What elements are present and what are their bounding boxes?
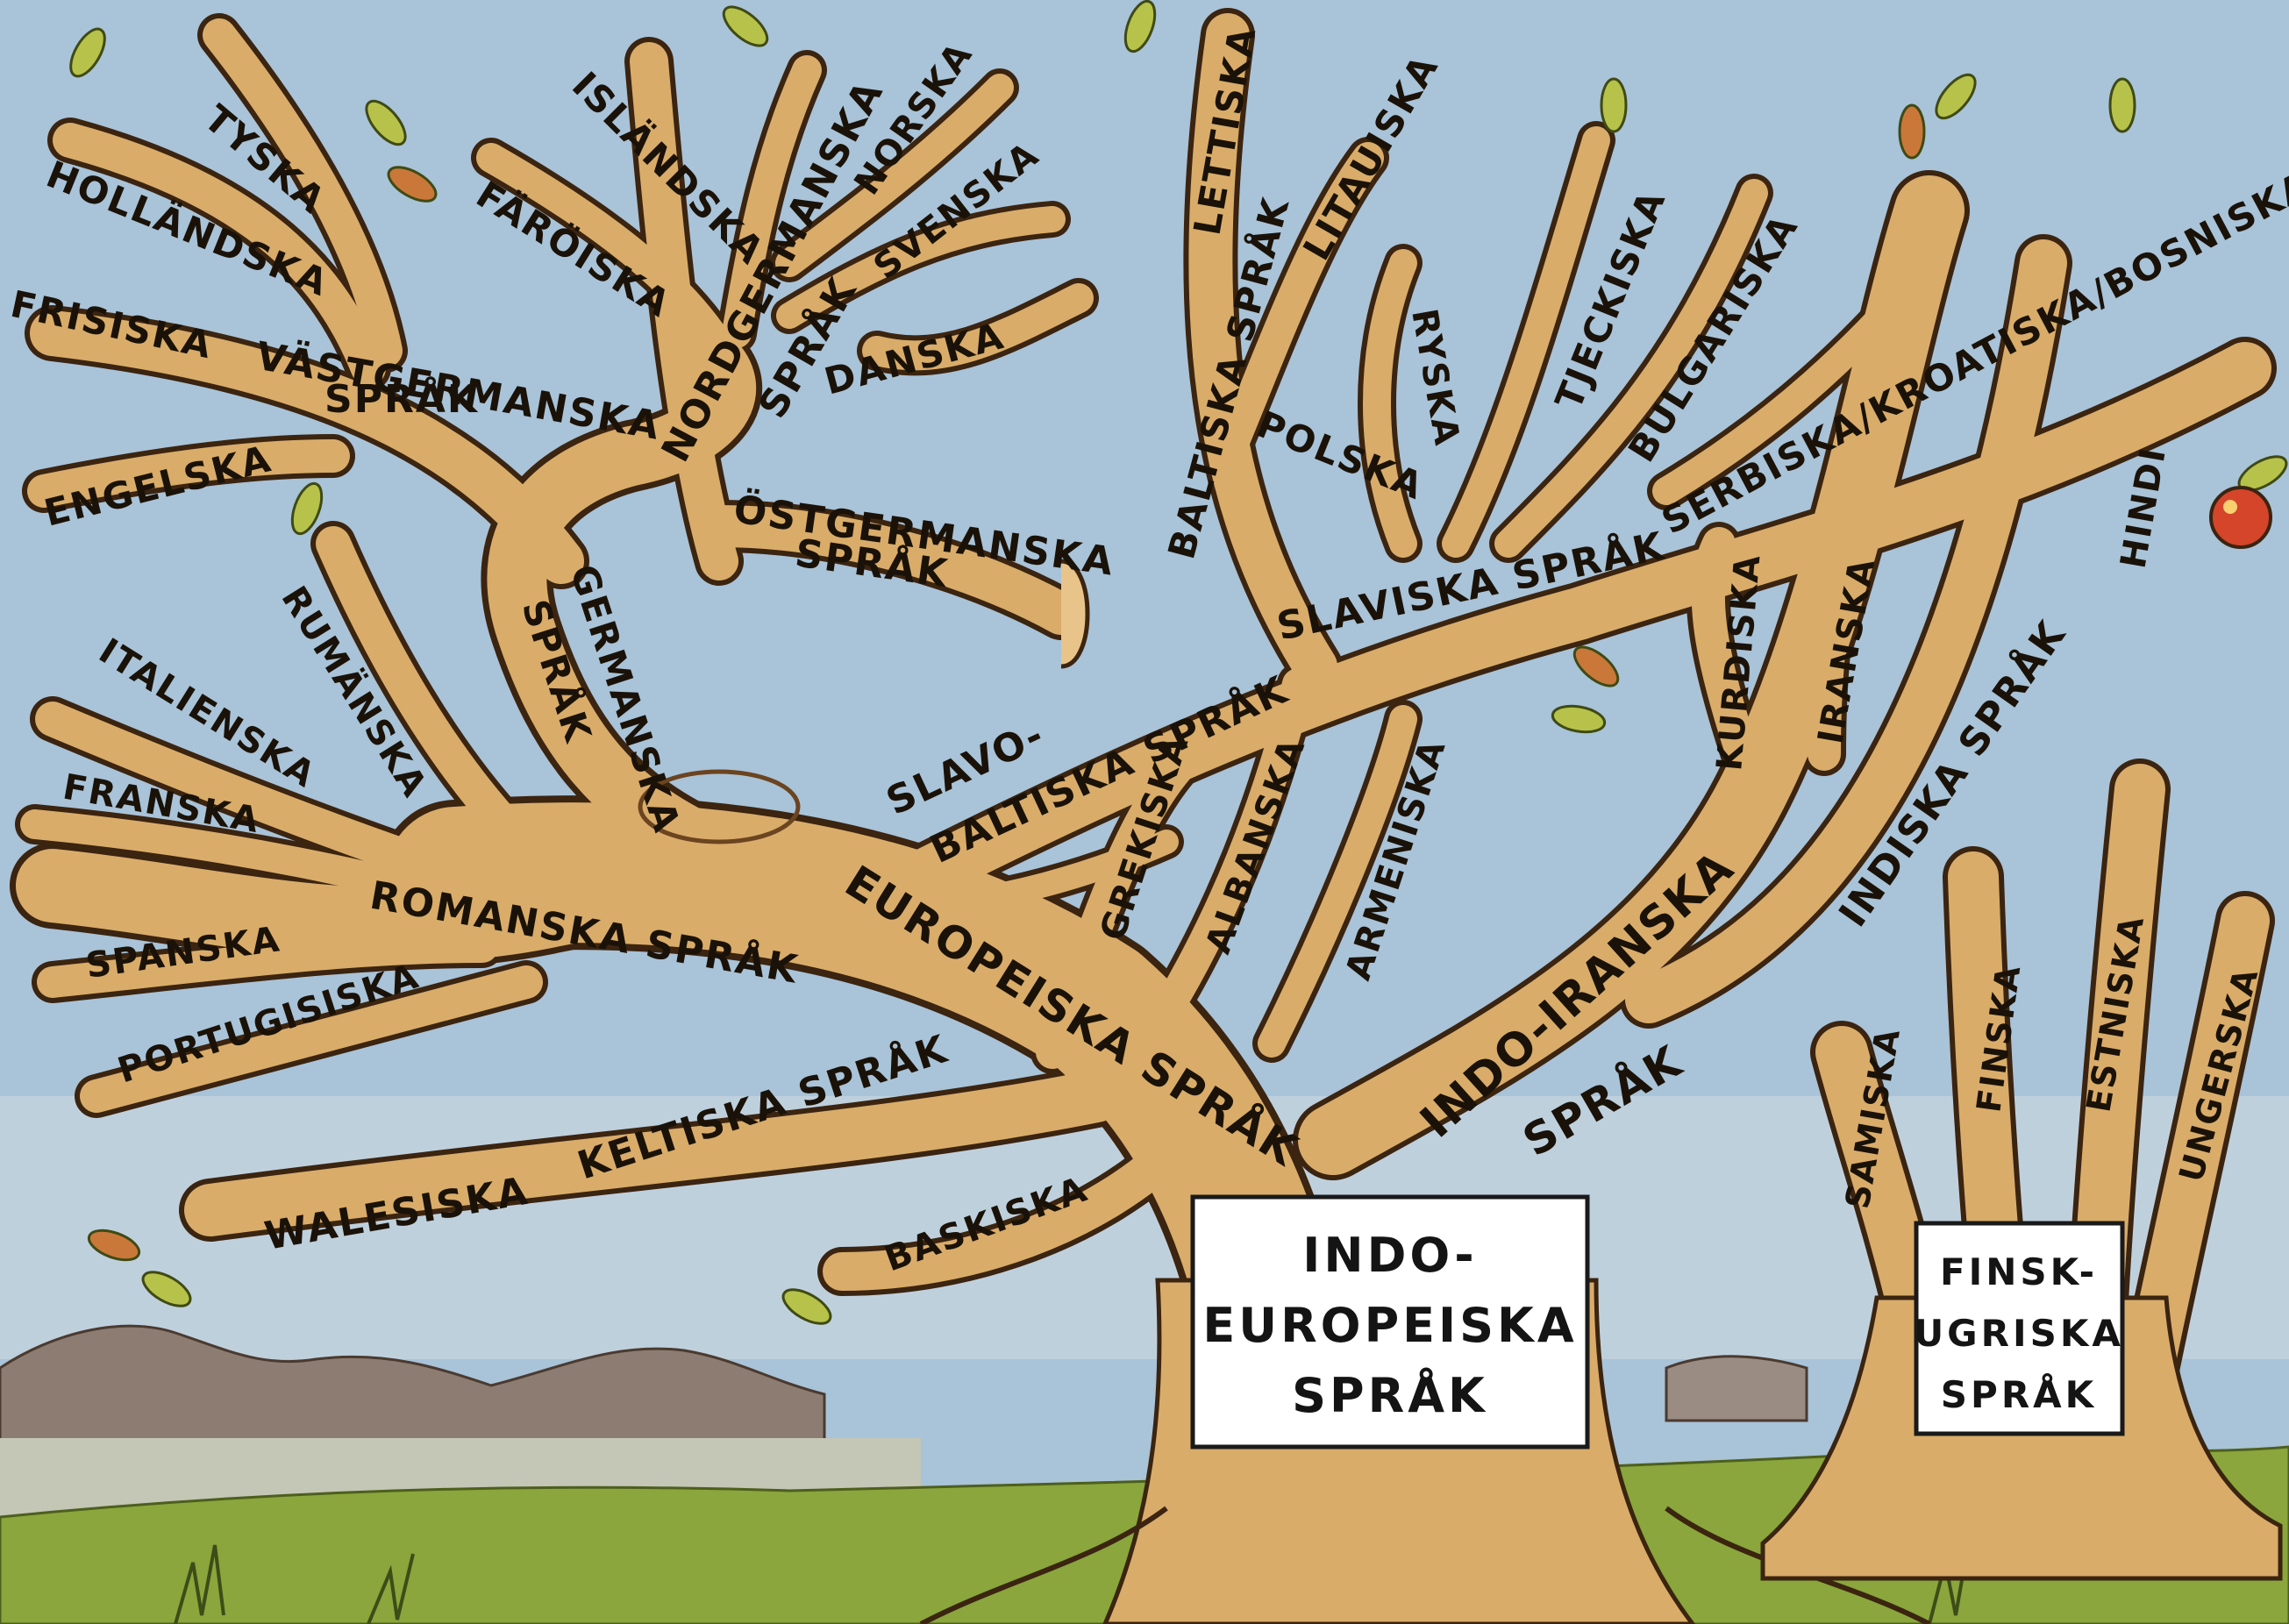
small-trunk <box>1760 1295 2283 1581</box>
knot <box>638 769 801 844</box>
leaves <box>69 0 2288 1325</box>
sign-indo-european-line-3: SPRÅK <box>1292 1368 1488 1423</box>
mountains-far <box>1665 1355 1808 1422</box>
sign-indo-european-line-1: INDO- <box>1302 1228 1477 1283</box>
cut-branch-end <box>1060 559 1090 669</box>
label-vastgermanska-sprak: SPRÅK <box>324 375 479 422</box>
sign-indo-european-line-2: EUROPEISKA <box>1202 1298 1577 1353</box>
sign-finno-ugric-line-2: UGRISKA <box>1914 1312 2124 1355</box>
grass-tufts <box>174 1544 1970 1624</box>
sign-indo-european: INDO- EUROPEISKA SPRÅK <box>1190 1194 1590 1449</box>
sign-finno-ugric: FINSK- UGRISKA SPRÅK <box>1914 1221 2125 1436</box>
apple-highlight <box>2223 500 2237 514</box>
mountains <box>0 1324 826 1449</box>
apple <box>2209 486 2272 549</box>
sign-finno-ugric-line-3: SPRÅK <box>1941 1372 2097 1416</box>
sign-finno-ugric-line-1: FINSK- <box>1940 1250 2098 1293</box>
